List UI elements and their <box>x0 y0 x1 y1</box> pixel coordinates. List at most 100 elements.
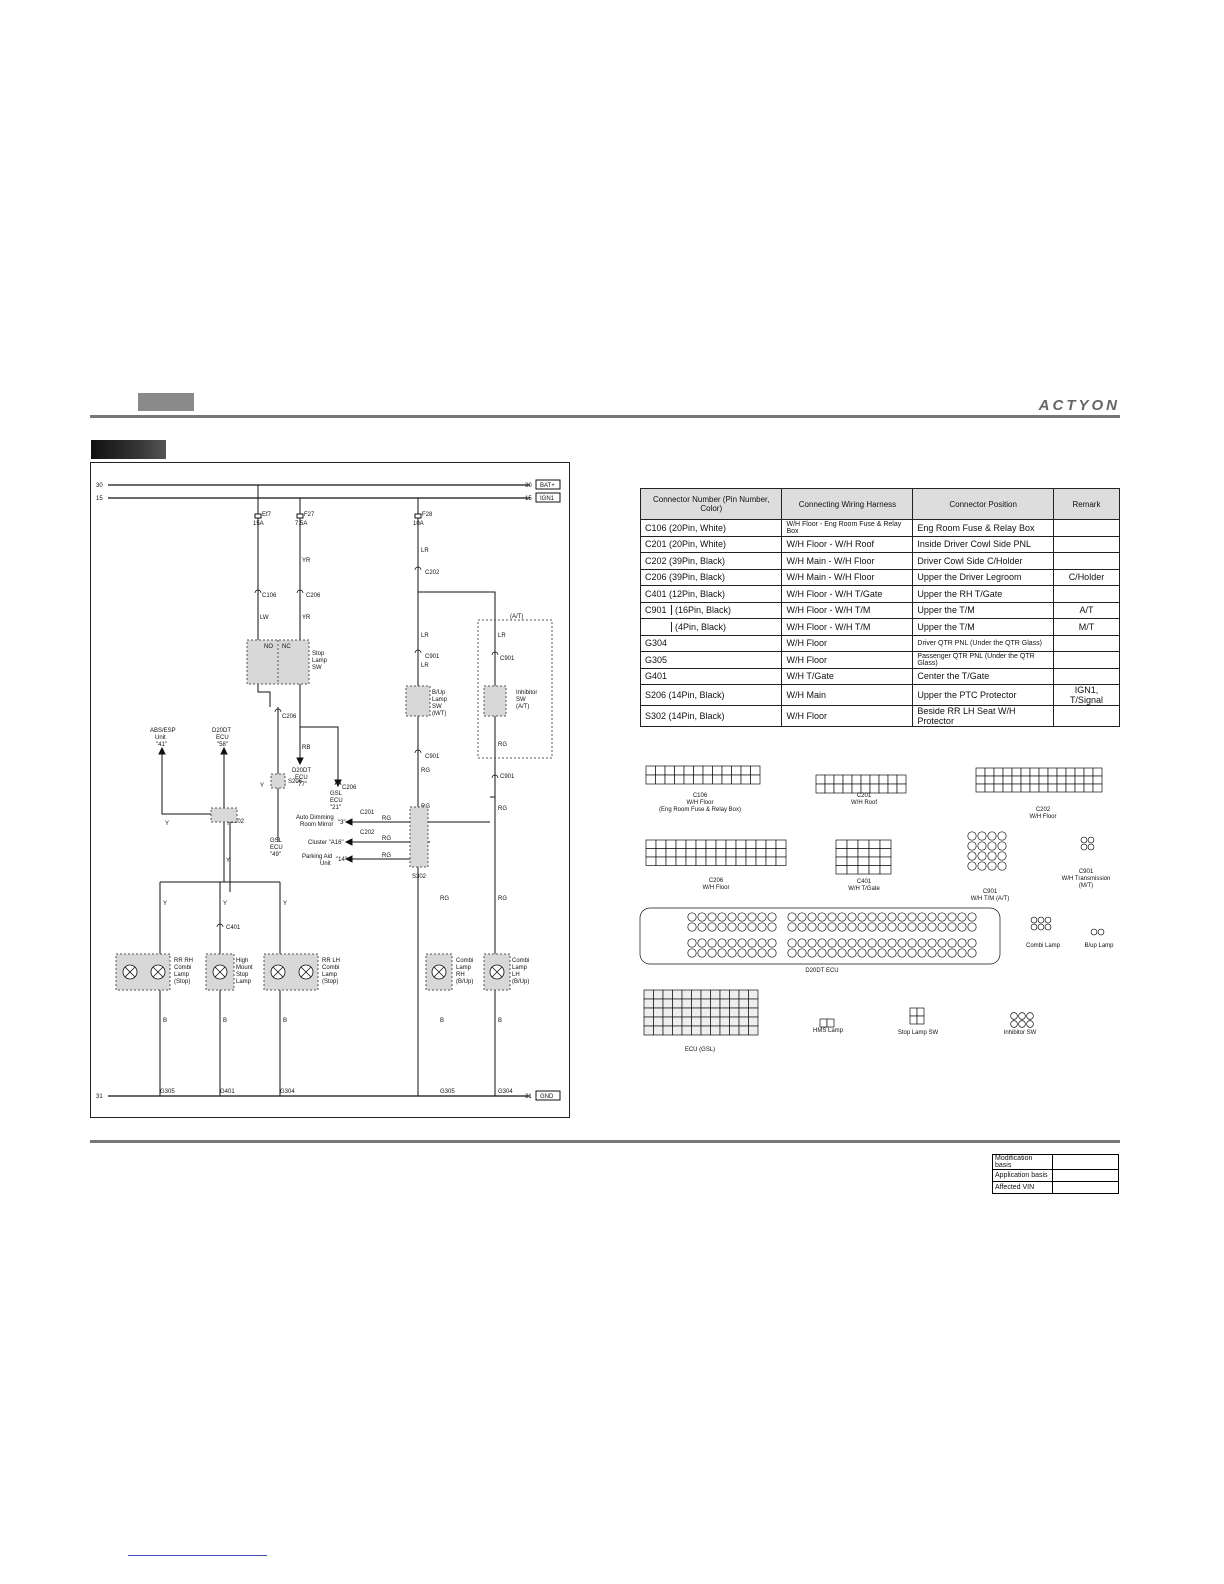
c901a-pin <box>997 831 1007 841</box>
d20dt-right-bottom-pin <box>967 938 977 948</box>
wire-yr-mid: YR <box>302 615 311 621</box>
c201-pin <box>815 774 826 785</box>
gsl-a-l2: ECU <box>330 798 343 804</box>
wire-lr-mid: LR <box>421 633 429 639</box>
c202-pin <box>1020 775 1031 785</box>
gsl-ecu-pin <box>653 1016 664 1027</box>
wire-y-8: Y <box>283 901 287 907</box>
d20dt-left-bottom-pin <box>767 938 777 948</box>
cv-c401-l1: C401 <box>857 879 872 885</box>
lamp-3-l1: RR LH <box>322 958 340 964</box>
d20dt-b-l3: "77" <box>296 782 307 788</box>
c202-pin <box>1020 783 1031 793</box>
d20dt-left-pin <box>767 912 777 922</box>
d20dt-left-pin <box>737 912 747 922</box>
d20dt-left-bottom-pin <box>687 948 697 958</box>
c401-pin <box>835 839 848 849</box>
lamp-5-l3: LH <box>512 972 520 978</box>
c206-pin <box>695 839 707 849</box>
d20dt-a-l1: D20DT <box>212 728 231 734</box>
c202-pin <box>1065 783 1076 793</box>
rail-30-right: 30 <box>525 483 532 489</box>
c106-pin <box>731 765 742 776</box>
d20dt-right-bottom-pin <box>897 948 907 958</box>
gsl-ecu-pin <box>681 998 692 1009</box>
d20dt-left-bottom-pin <box>727 938 737 948</box>
c201-pin <box>851 783 862 794</box>
c106-pin <box>645 774 656 785</box>
c901a-pin <box>987 861 997 871</box>
abs-l3: "41" <box>156 742 167 748</box>
c901a-pin <box>977 831 987 841</box>
c201-pin <box>860 783 871 794</box>
d20dt-left-bottom-pin <box>747 948 757 958</box>
c206-pin <box>755 839 767 849</box>
bup-sw-l4: (M/T) <box>432 711 446 717</box>
gsl-a-l1: GSL <box>330 791 343 797</box>
gsl-ecu-pin <box>653 989 664 1000</box>
d20dt-right-bottom-pin <box>857 938 867 948</box>
gsl-ecu-pin <box>681 1016 692 1027</box>
c206-pin <box>715 856 727 866</box>
d20dt-right-top-pin <box>867 912 877 922</box>
cv-d20dt-l1: D20DT ECU <box>805 968 838 974</box>
table-row: C401 (12Pin, Black)W/H Floor - W/H T/Gat… <box>639 585 1121 603</box>
c206-pin <box>645 839 657 849</box>
lamp-5-l1: Combi <box>512 958 529 964</box>
wire-rg-mirror: RG <box>382 816 391 822</box>
d20dt-right-top-pin <box>847 912 857 922</box>
d20dt-right-bottom-pin <box>847 948 857 958</box>
section-label <box>91 440 166 459</box>
d20dt-right-top-pin <box>867 922 877 932</box>
wire-b-4: B <box>440 1018 444 1024</box>
cv-c901m-l1: C901 <box>1079 869 1094 875</box>
bup-sw-l2: Lamp <box>432 697 448 703</box>
cv-c201-l2: W/H Roof <box>851 800 877 806</box>
c206-pin <box>645 848 657 858</box>
d20dt-right-top-pin <box>807 922 817 932</box>
c106-pin <box>702 774 713 785</box>
d20dt-left-pin <box>717 912 727 922</box>
c206-pin <box>655 856 667 866</box>
gsl-ecu-pin <box>719 998 730 1009</box>
c202-pin <box>993 783 1004 793</box>
c202-pin <box>1074 767 1085 777</box>
c901m-pin <box>1087 836 1095 844</box>
rail-30-left: 30 <box>96 483 103 489</box>
wire-lw: LW <box>260 615 269 621</box>
c901a-pin <box>977 841 987 851</box>
d20dt-right-bottom-pin <box>797 938 807 948</box>
c106-pin <box>721 774 732 785</box>
c401-pin <box>879 865 892 875</box>
gsl-ecu-pin <box>738 1016 749 1027</box>
d20dt-right-bottom-pin <box>817 938 827 948</box>
d20dt-right-top-pin <box>837 922 847 932</box>
wire-y-4: Y <box>226 821 230 827</box>
c202-pin <box>1083 783 1094 793</box>
c106-pin <box>740 765 751 776</box>
d20dt-right-top-pin <box>837 912 847 922</box>
c201-pin <box>824 783 835 794</box>
c202-pin <box>1047 775 1058 785</box>
c106-pin <box>645 765 656 776</box>
c201-pin <box>860 774 871 785</box>
table-header: Connector Position <box>912 488 1054 520</box>
wire-y-5: Y <box>226 858 230 864</box>
d20dt-right-top-pin <box>917 922 927 932</box>
c206-pin <box>665 839 677 849</box>
c901a-pin <box>967 831 977 841</box>
wire-rg-park: RG <box>382 853 391 859</box>
d20dt-right-top-pin <box>907 912 917 922</box>
d20dt-right-top-pin <box>937 912 947 922</box>
d20dt-left-pin <box>707 912 717 922</box>
d20dt-right-bottom-pin <box>867 938 877 948</box>
d20dt-right-bottom-pin <box>907 948 917 958</box>
c202-pin <box>1038 767 1049 777</box>
c202-pin <box>1065 775 1076 785</box>
d20dt-right-top-pin <box>797 922 807 932</box>
gsl-ecu-pin <box>738 998 749 1009</box>
wire-b-2: B <box>223 1018 227 1024</box>
inhibitor-sw-pin <box>1010 1020 1018 1028</box>
d20dt-right-top-pin <box>887 922 897 932</box>
